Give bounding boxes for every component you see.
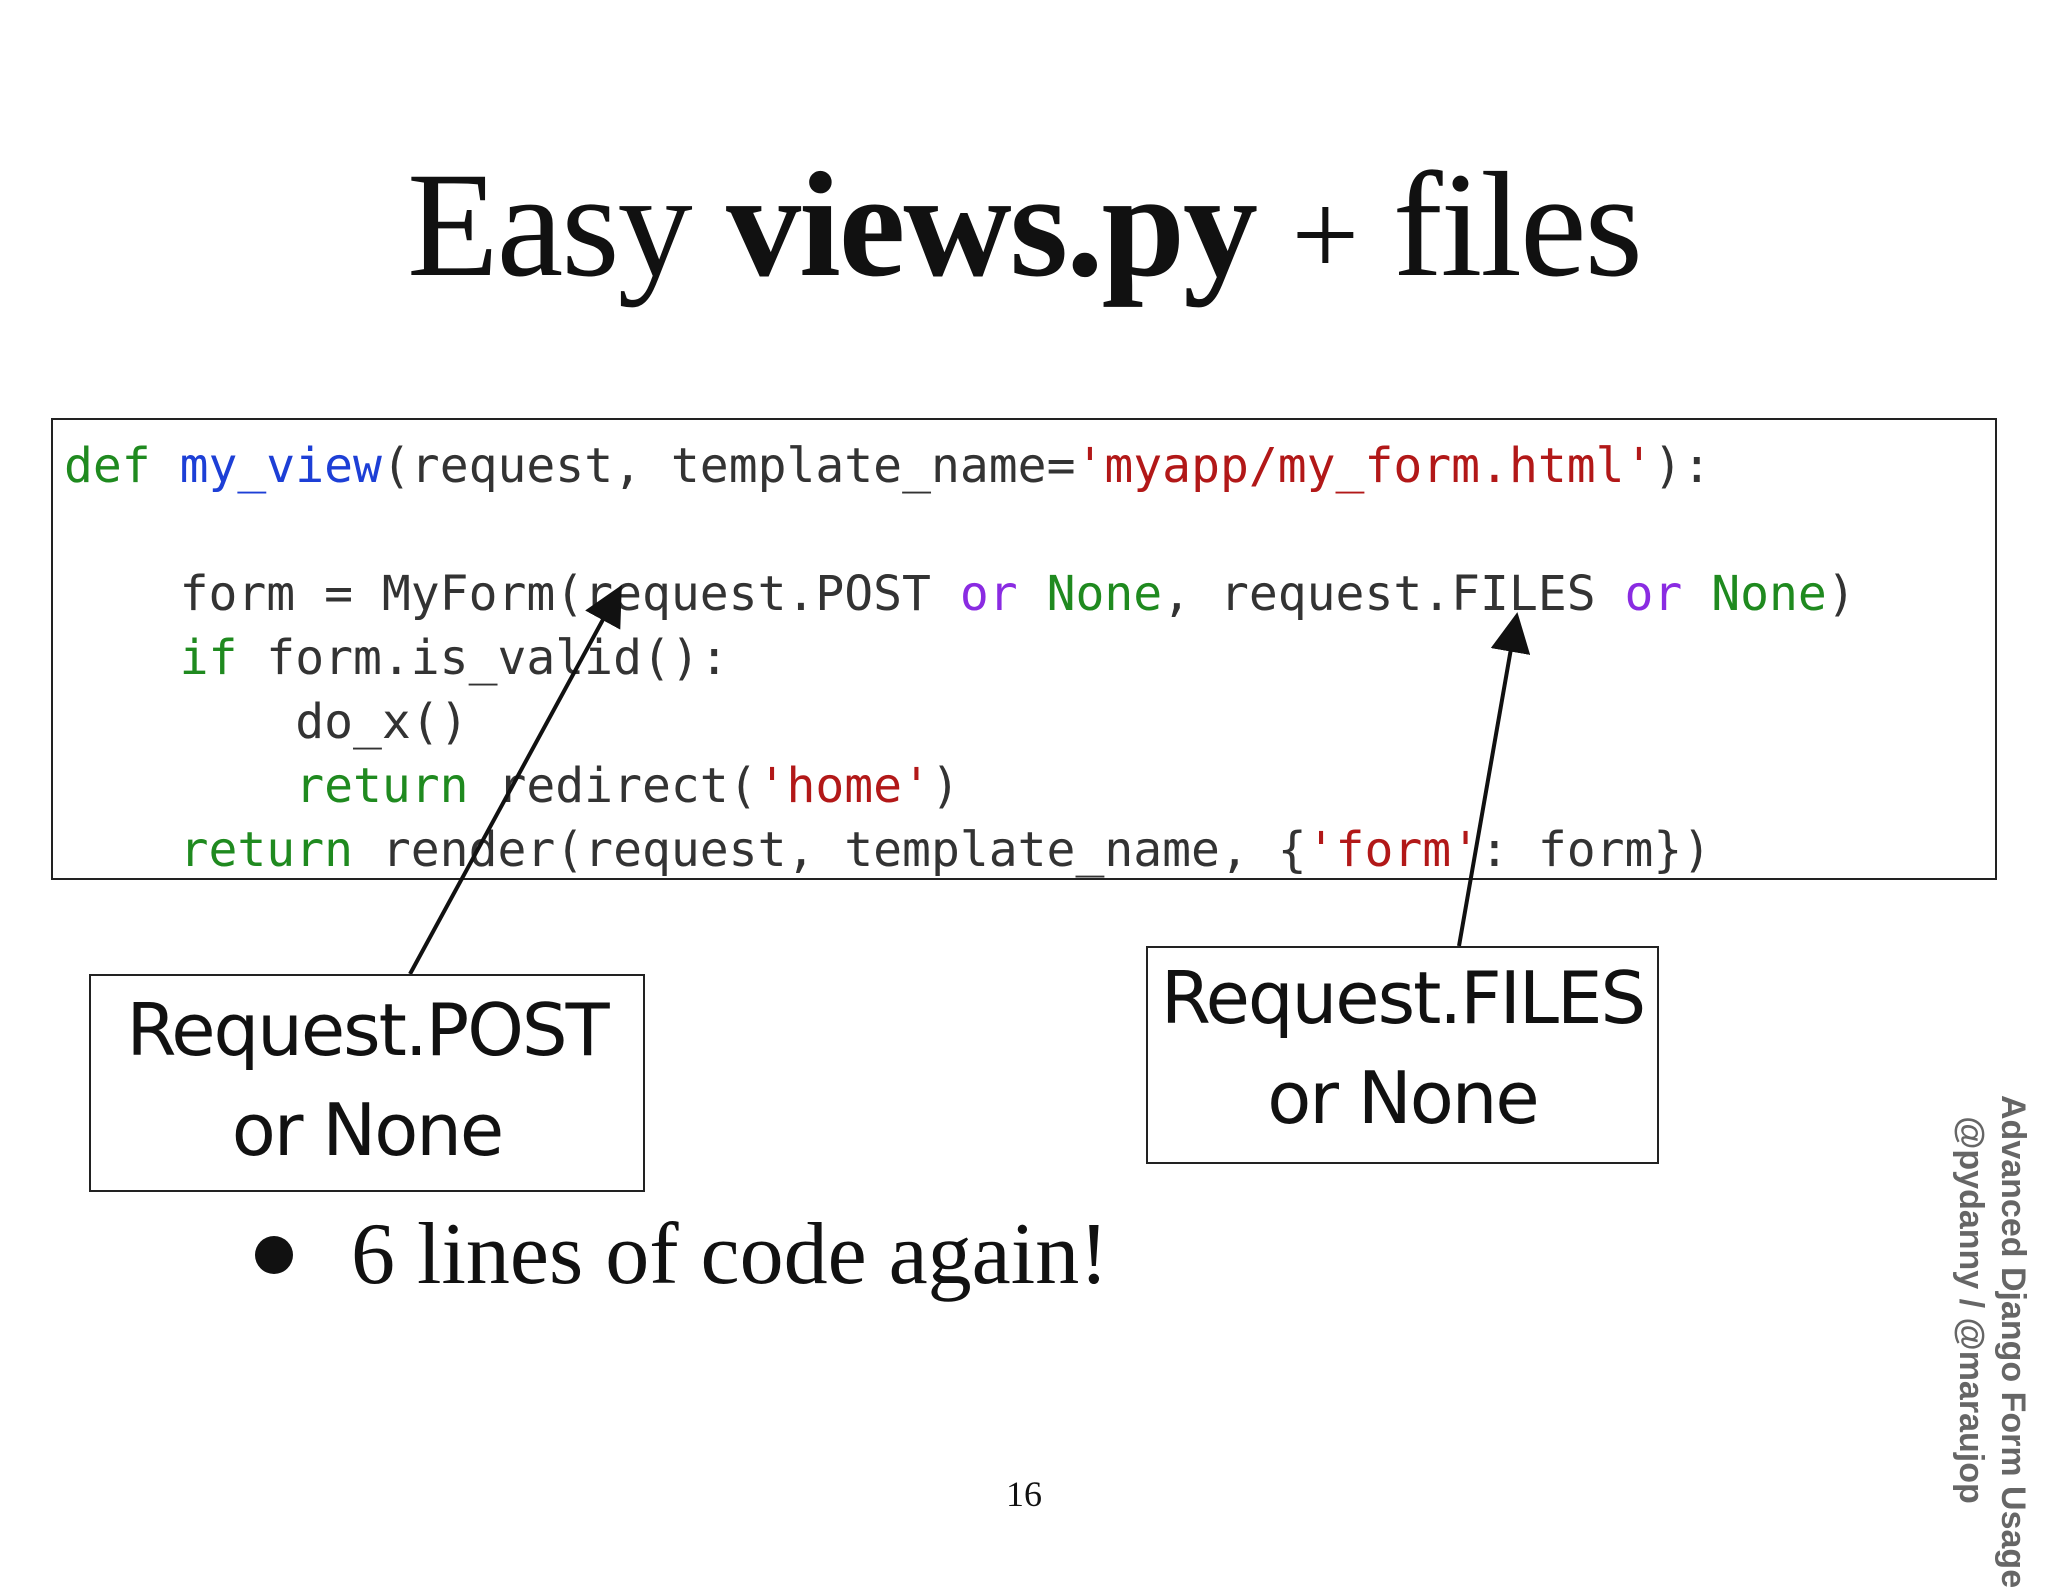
code-token [64,758,295,814]
code-token: or [1624,566,1683,622]
callout-request-post: Request.POST or None [89,974,645,1192]
code-token: return [179,822,353,878]
code-token: def [64,438,151,494]
code-token: do_x() [64,694,469,750]
code-token: my_view [179,438,382,494]
code-token: 'myapp/my_form.html' [1075,438,1654,494]
code-token [151,438,180,494]
title-plus: + [1291,168,1360,301]
code-token: form.is_valid(): [237,630,729,686]
page-number: 16 [1006,1474,1042,1514]
code-token [1682,566,1711,622]
bullet-text: 6 lines of code again! [351,1206,1109,1303]
title-files: files [1392,142,1643,308]
code-token: form = MyForm(request.POST [64,566,960,622]
code-token: render(request, template_name, { [352,822,1307,878]
code-token: 'home' [757,758,931,814]
code-token: or [959,566,1018,622]
title-easy: Easy [407,142,693,308]
callout-post-line-2: or None [231,1088,504,1172]
code-token [64,630,180,686]
code-token [1018,566,1047,622]
code-token: ) [1826,566,1856,622]
callout-post-line-1: Request.POST [126,988,609,1072]
callout-files-line-1: Request.FILES [1160,956,1646,1040]
code-token: : form}) [1480,822,1712,878]
code-token: ): [1653,438,1712,494]
callout-request-files: Request.FILES or None [1146,946,1659,1164]
code-token: redirect( [468,758,758,814]
title-views-py: views.py [726,142,1258,308]
code-block: def my_view(request, template_name='myap… [51,418,1997,880]
bullet-item: 6 lines of code again! [255,1200,1109,1310]
code-line-6: return redirect('home') [64,762,960,810]
slide-title: Easy views.py + files [0,150,2048,300]
code-token: ) [930,758,960,814]
code-token: , request.FILES [1162,566,1625,622]
side-credit-text: Advanced Django Form Usage @pydanny / @m… [1950,1095,2034,1588]
code-token [64,822,180,878]
code-token: if [179,630,238,686]
code-token: 'form' [1306,822,1481,878]
code-line-1: def my_view(request, template_name='myap… [64,442,1711,490]
side-credit-line-2: @pydanny / @maraujop [1952,1116,1990,1504]
code-line-3: form = MyForm(request.POST or None, requ… [64,570,1856,618]
code-token: None [1046,566,1163,622]
side-credit-line-1: Advanced Django Form Usage [1994,1095,2032,1588]
callout-files-line-2: or None [1267,1056,1539,1140]
code-token: None [1711,566,1827,622]
code-token: (request, template_name= [381,438,1076,494]
side-credit: Advanced Django Form Usage @pydanny / @m… [1952,1095,2038,1588]
bullet-dot-icon [255,1235,293,1274]
code-line-7: return render(request, template_name, {'… [64,826,1712,874]
code-line-4: if form.is_valid(): [64,634,729,682]
code-line-5: do_x() [64,698,468,746]
code-token: return [295,758,469,814]
